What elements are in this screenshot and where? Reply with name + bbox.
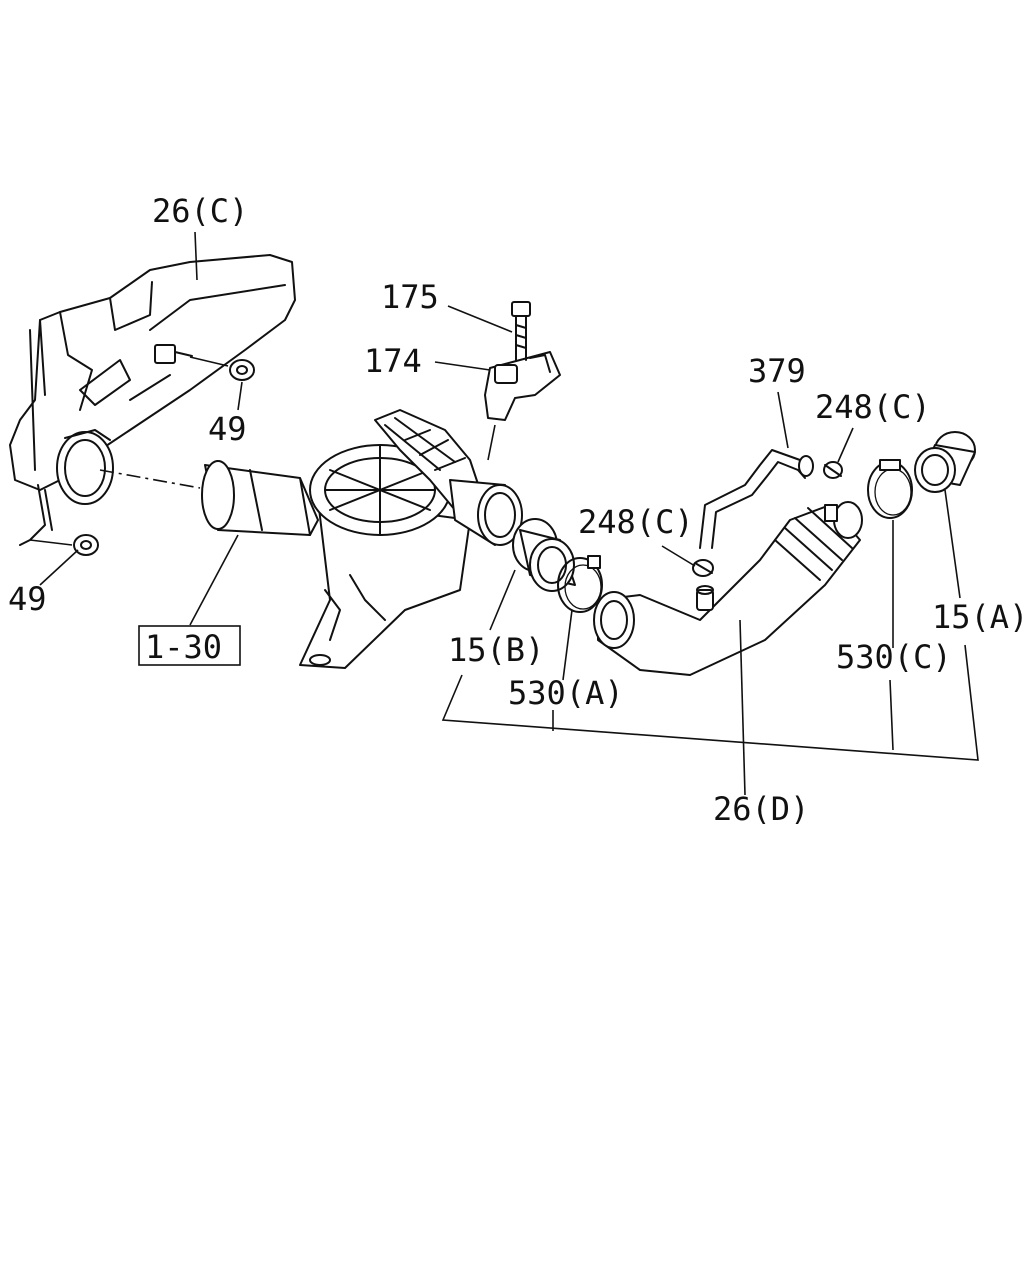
part-air-cleaner-housing bbox=[299, 409, 523, 669]
label-530a: 530(A) bbox=[508, 674, 624, 712]
part-174-sensor bbox=[484, 351, 561, 461]
leader-lines bbox=[39, 231, 979, 796]
part-26d-hose bbox=[593, 501, 863, 676]
label-15b: 15(B) bbox=[448, 631, 544, 669]
part-530a-clamp bbox=[557, 555, 603, 613]
label-box-1-30 bbox=[138, 625, 241, 666]
label-248c-upper: 248(C) bbox=[815, 388, 931, 426]
part-49-nut-upper bbox=[189, 356, 255, 381]
part-49-nut-lower bbox=[29, 534, 99, 556]
part-26c-intake-duct bbox=[9, 254, 296, 546]
part-248c-clip-lower bbox=[692, 559, 714, 577]
part-379-small-hose bbox=[699, 449, 814, 549]
label-248c-lower: 248(C) bbox=[578, 503, 694, 541]
part-15a-coupling bbox=[914, 431, 976, 493]
part-530c-clamp bbox=[867, 459, 913, 519]
label-174: 174 bbox=[364, 342, 422, 380]
label-1-30: 1-30 bbox=[145, 628, 222, 666]
label-379: 379 bbox=[748, 352, 806, 390]
label-26c: 26(C) bbox=[152, 192, 248, 230]
alignment-line-duct bbox=[99, 469, 201, 489]
label-26d: 26(D) bbox=[713, 790, 809, 828]
part-175-bolt bbox=[511, 301, 531, 361]
part-248c-clip-upper bbox=[823, 461, 843, 479]
label-175: 175 bbox=[381, 278, 439, 316]
label-49-lower: 49 bbox=[8, 580, 47, 618]
part-15b-coupling bbox=[512, 518, 576, 592]
label-15a: 15(A) bbox=[932, 598, 1024, 636]
part-1-30-hose bbox=[201, 460, 319, 536]
label-530c: 530(C) bbox=[836, 638, 952, 676]
label-49-upper: 49 bbox=[208, 410, 247, 448]
